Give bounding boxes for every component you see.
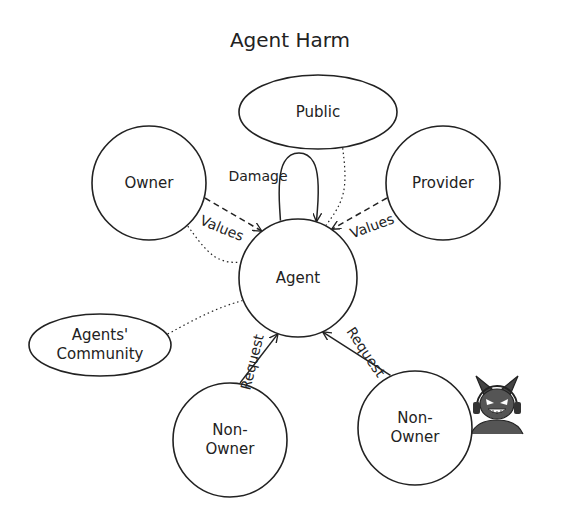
dotted-link (168, 300, 243, 334)
ellipse-outline (92, 126, 206, 240)
headphone-cup (514, 402, 521, 414)
devil-teeth (493, 410, 501, 414)
node-label: Provider (412, 174, 474, 193)
ellipse-outline (358, 371, 472, 485)
node-body: Agent (238, 218, 358, 338)
node-label: Owner (125, 174, 174, 193)
diagram-title: Agent Harm (230, 28, 350, 52)
ellipse-outline (239, 219, 357, 337)
devil-horn (476, 376, 492, 395)
node-ellipse: Non- Owner (172, 382, 288, 498)
node-body: Agents' Community (28, 313, 172, 377)
devil-eye (500, 399, 508, 405)
devil-icon (471, 376, 523, 434)
devil-shoulders (471, 420, 523, 434)
node-label: Agent (276, 269, 320, 288)
headphone-band (477, 386, 517, 406)
node-body: Owner (91, 125, 207, 241)
edge-label: Values (198, 212, 246, 244)
node-ellipse: Agents' Community (28, 313, 172, 377)
headphone-cup (473, 402, 480, 414)
node-ellipse: Public (238, 74, 398, 150)
node-ellipse: Agent (238, 218, 358, 338)
ellipse-outline (239, 75, 397, 149)
solid-arrow (279, 153, 318, 221)
node-body: Public (238, 74, 398, 150)
node-ellipse: Owner (91, 125, 207, 241)
devil-horn (502, 376, 518, 395)
devil-eye (486, 399, 494, 405)
devil-grin (488, 409, 506, 413)
node-label: Public (296, 103, 340, 122)
node-ellipse: Provider (385, 125, 501, 241)
edge-label: Values (348, 211, 396, 242)
dotted-link (326, 148, 345, 225)
node-label: Non- Owner (389, 409, 441, 447)
ellipse-outline (29, 314, 171, 376)
node-label: Non- Owner (204, 421, 256, 459)
node-label: Agents' Community (50, 326, 150, 364)
edge-label: Request (237, 332, 266, 391)
edge-label: Damage (228, 168, 287, 184)
devil-head (480, 389, 514, 419)
node-body: Non- Owner (357, 370, 473, 486)
edge-label: Request (343, 324, 388, 380)
node-body: Provider (385, 125, 501, 241)
ellipse-outline (386, 126, 500, 240)
node-ellipse: Non- Owner (357, 370, 473, 486)
node-body: Non- Owner (172, 382, 288, 498)
ellipse-outline (173, 383, 287, 497)
